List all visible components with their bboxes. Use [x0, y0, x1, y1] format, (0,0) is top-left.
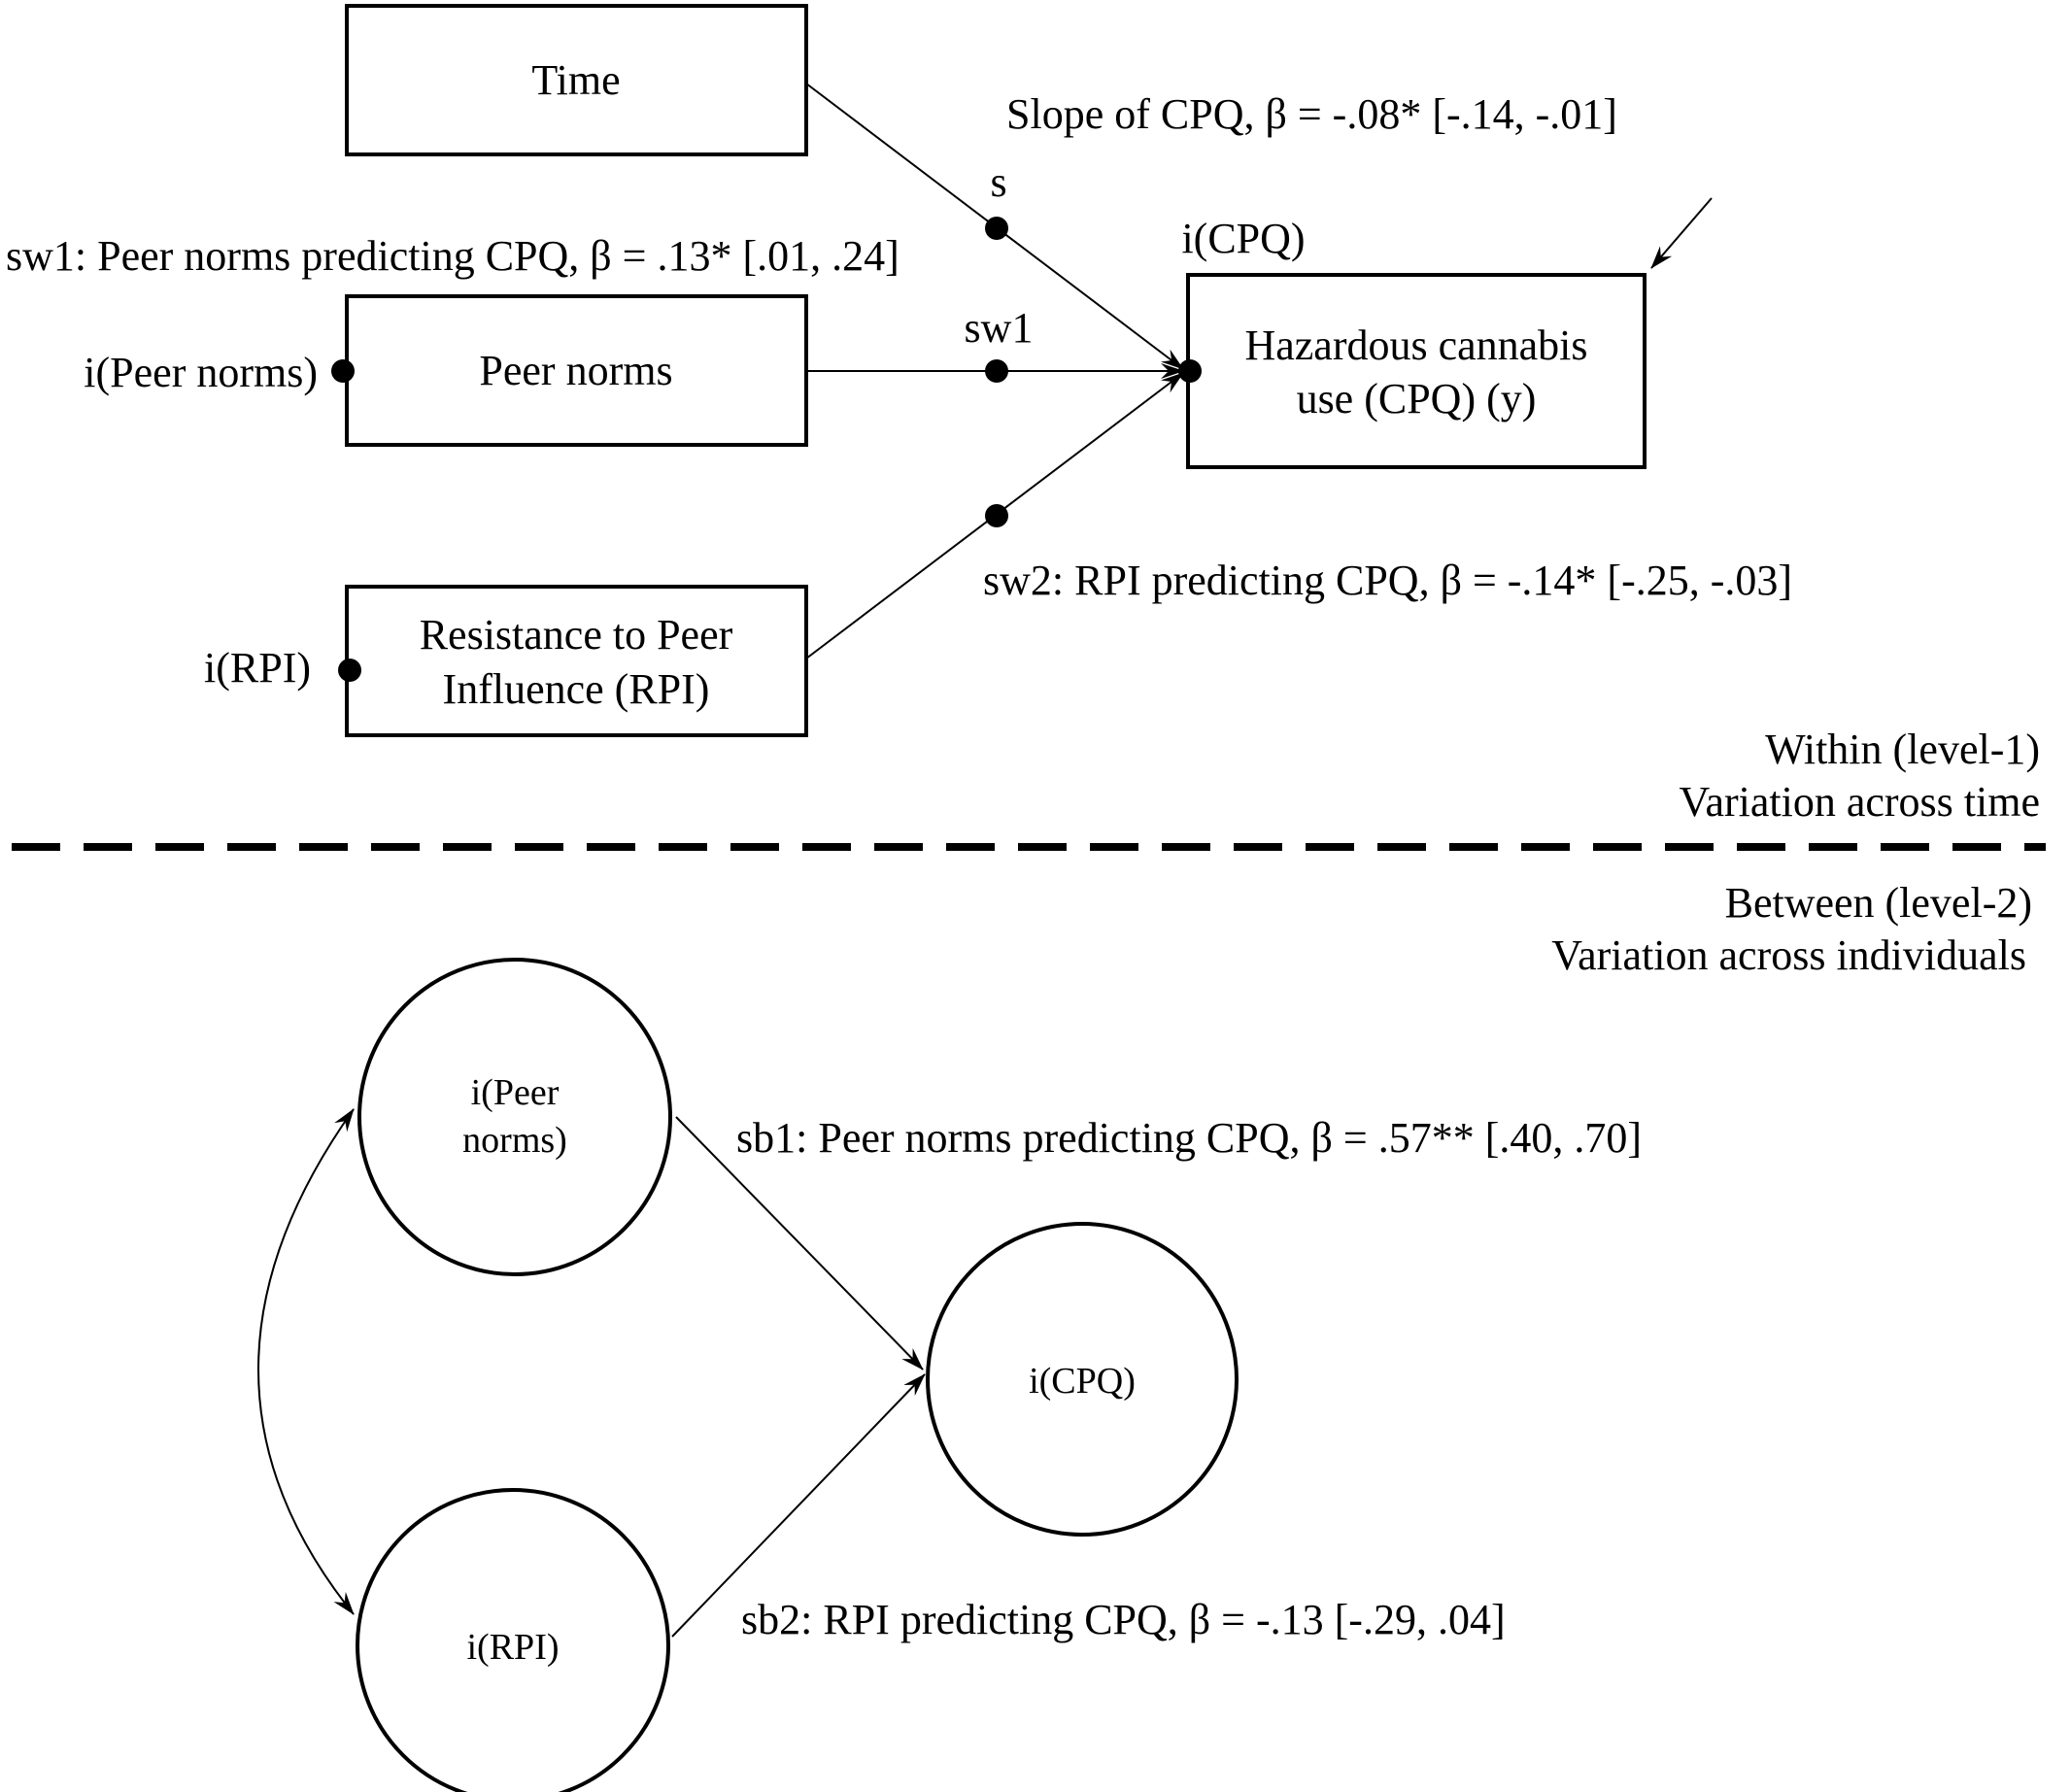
sb1-annotation: sb1: Peer norms predicting CPQ, β = .57*… — [736, 1114, 1642, 1162]
intercept-cpq-dot — [1178, 359, 1202, 383]
intercept-peer-norms-dot — [331, 359, 355, 383]
slope-sw2-dot — [985, 504, 1008, 527]
sw2-annotation: sw2: RPI predicting CPQ, β = -.14* [-.25… — [983, 557, 1792, 604]
rpi-label-line1: Resistance to Peer — [420, 611, 733, 659]
rpi-box — [345, 585, 808, 737]
peer-norms-box — [345, 294, 808, 447]
between-peer-norms-label-line2: norms) — [462, 1120, 567, 1161]
intercept-rpi-dot — [338, 659, 361, 682]
within-level: Time Peer norms Resistance to Peer Influ… — [6, 4, 2040, 826]
intercept-peer-norms-label: i(Peer norms) — [84, 349, 318, 396]
time-box — [345, 4, 808, 156]
between-level: Between (level-2) Variation across indiv… — [257, 879, 2032, 1792]
sb2-annotation: sb2: RPI predicting CPQ, β = -.13 [-.29,… — [741, 1596, 1506, 1643]
between-peer-norms-label-line1: i(Peer — [471, 1072, 560, 1113]
between-rpi-label: i(RPI) — [467, 1627, 560, 1668]
intercept-cpq-label: i(CPQ) — [1181, 215, 1305, 262]
rpi-to-cpq-between-path — [671, 1373, 926, 1638]
peer-norms-label: Peer norms — [479, 347, 672, 394]
between-level-label: Between (level-2) — [1725, 879, 2032, 927]
between-peer-norms-circle — [357, 958, 672, 1276]
between-rpi-circle — [356, 1488, 670, 1792]
slope-s-dot — [985, 217, 1008, 240]
within-level-label: Within (level-1) — [1765, 726, 2040, 773]
within-level-sublabel: Variation across time — [1680, 778, 2040, 826]
outcome-cpq-box — [1186, 273, 1647, 469]
between-cpq-circle — [926, 1222, 1239, 1537]
rpi-label-line2: Influence (RPI) — [443, 665, 710, 713]
peer-norms-to-cpq-between-path — [675, 1116, 924, 1370]
intercept-rpi-label: i(RPI) — [204, 644, 311, 692]
between-cpq-label: i(CPQ) — [1029, 1361, 1136, 1402]
residual-arrow — [1650, 197, 1713, 269]
outcome-label-line1: Hazardous cannabis — [1244, 321, 1587, 369]
peer-norms-rpi-covariance — [257, 1108, 355, 1615]
outcome-label-line2: use (CPQ) (y) — [1297, 375, 1537, 423]
slope-sw1-dot — [985, 359, 1008, 383]
time-label: Time — [531, 56, 620, 104]
path-label-sw1: sw1 — [965, 304, 1034, 352]
slope-annotation: Slope of CPQ, β = -.08* [-.14, -.01] — [1006, 90, 1617, 138]
sw1-annotation: sw1: Peer norms predicting CPQ, β = .13*… — [6, 232, 900, 280]
path-label-s: s — [990, 158, 1006, 206]
between-level-sublabel: Variation across individuals — [1551, 931, 2026, 979]
